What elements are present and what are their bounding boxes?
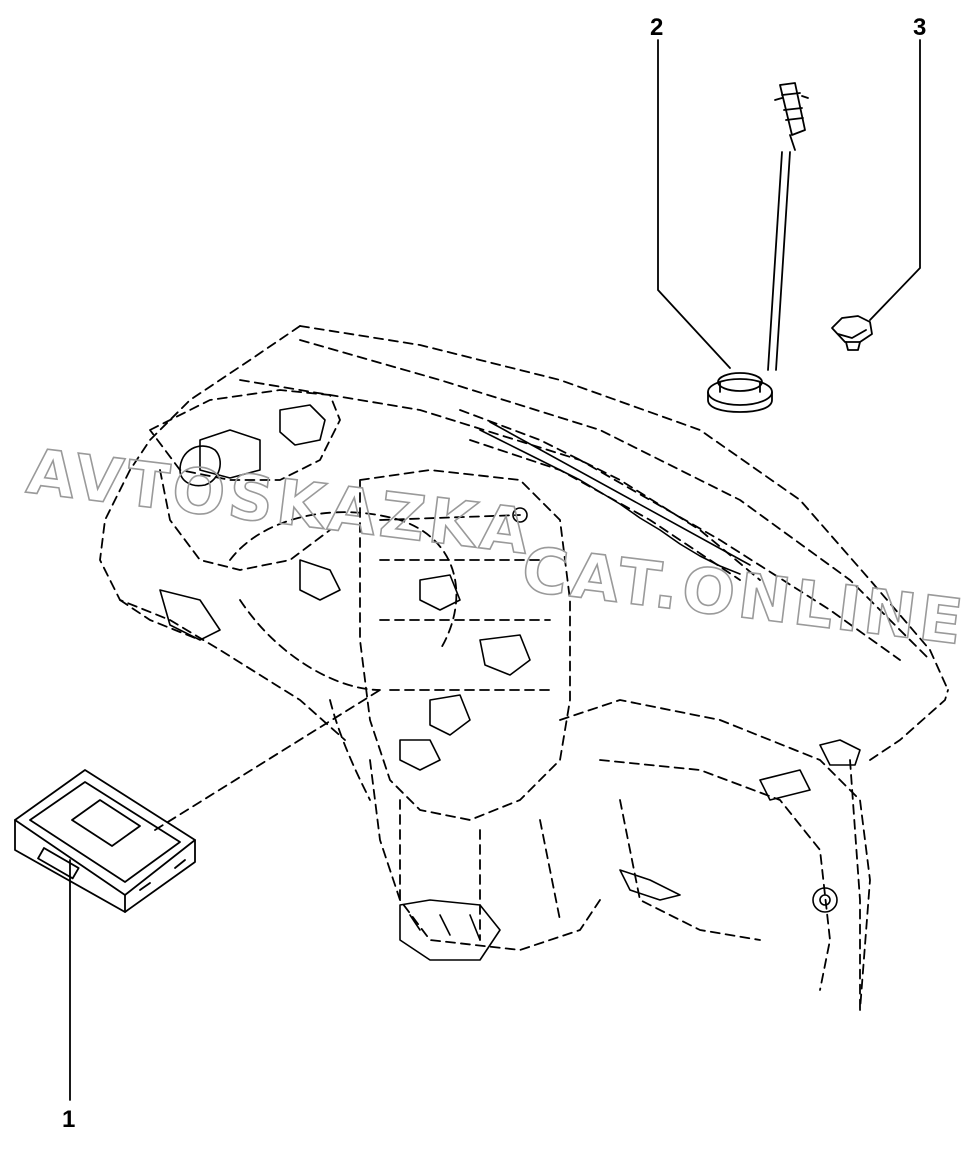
callout-part-2: 2 (650, 14, 664, 41)
part-3-callout-line (869, 39, 921, 321)
part-1-leader-dashed (154, 689, 381, 831)
dashboard-assembly (99, 325, 949, 1011)
callout-part-3: 3 (913, 14, 927, 41)
part-3-clip (831, 315, 873, 351)
callout-part-1: 1 (62, 1106, 76, 1133)
dashboard-details (159, 404, 861, 961)
part-2-antenna (707, 82, 809, 413)
part-1-control-unit (14, 769, 196, 913)
part-2-callout-line (657, 39, 731, 369)
